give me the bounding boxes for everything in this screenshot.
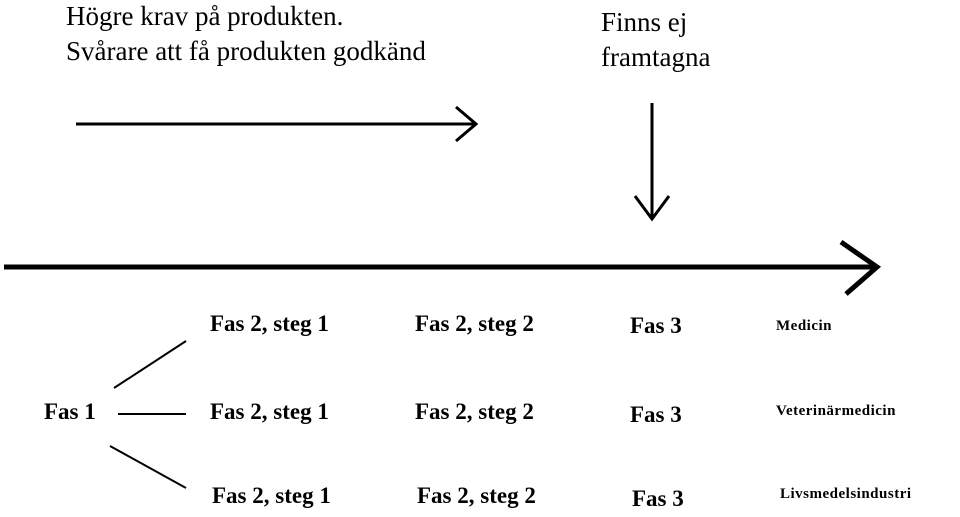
- row-2-phase3: Fas 3: [630, 402, 682, 427]
- header-left-line2: Svårare att få produkten godkänd: [66, 36, 426, 66]
- row-1-domain: Medicin: [776, 318, 832, 334]
- requirements-arrow: [76, 105, 479, 143]
- branch-line-medicin: [113, 340, 187, 389]
- row-3-phase2-step2: Fas 2, steg 2: [417, 483, 536, 508]
- timeline-arrow: [4, 239, 882, 296]
- phase-1-label: Fas 1: [44, 399, 96, 424]
- branch-line-livsmedel: [109, 445, 187, 489]
- header-right-line2: framtagna: [601, 42, 711, 72]
- header-left-line1: Högre krav på produkten.: [66, 1, 344, 31]
- row-1-phase3: Fas 3: [630, 313, 682, 338]
- row-1-phase2-step2: Fas 2, steg 2: [415, 311, 534, 336]
- row-2-phase2-step2: Fas 2, steg 2: [415, 399, 534, 424]
- row-3-phase3: Fas 3: [632, 486, 684, 511]
- row-2-domain: Veterinärmedicin: [776, 403, 896, 419]
- header-right-line1: Finns ej: [601, 7, 688, 37]
- row-3-domain: Livsmedelsindustri: [780, 486, 912, 502]
- not-developed-arrow: [633, 103, 671, 222]
- row-2-phase2-step1: Fas 2, steg 1: [210, 399, 329, 424]
- row-3-phase2-step1: Fas 2, steg 1: [212, 483, 331, 508]
- row-1-phase2-step1: Fas 2, steg 1: [210, 311, 329, 336]
